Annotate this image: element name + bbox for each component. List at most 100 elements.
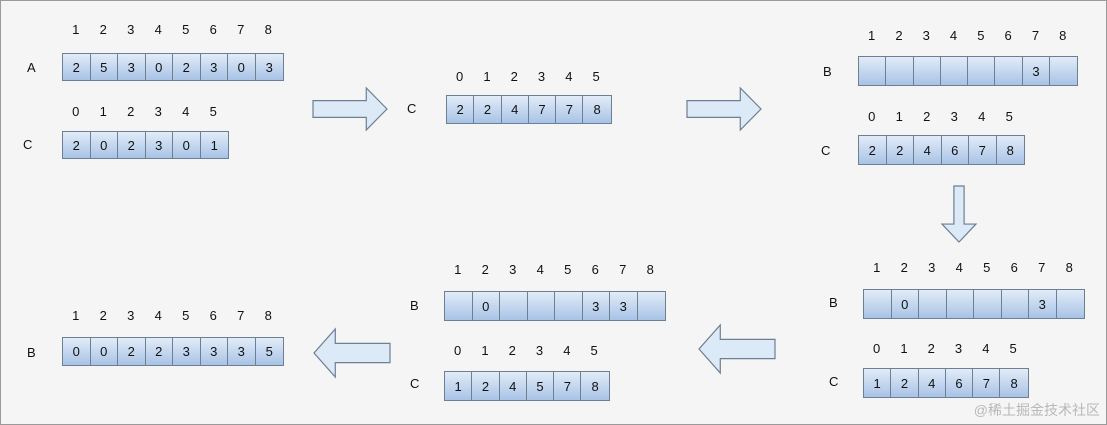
array-cell	[946, 290, 974, 318]
array-cell: 2	[173, 54, 201, 80]
array-cell: 8	[581, 372, 609, 400]
index-label: 0	[454, 343, 462, 358]
index-label: 0	[72, 104, 80, 119]
array-cell: 7	[528, 96, 557, 123]
index-label: 3	[127, 22, 135, 37]
array-label: C	[829, 374, 839, 389]
index-label: 1	[72, 308, 80, 323]
array-cell: 0	[145, 54, 173, 80]
index-label: 4	[949, 28, 958, 43]
array-cell: 2	[447, 96, 475, 123]
array-cell: 0	[63, 338, 91, 365]
index-label: 1	[483, 69, 491, 84]
array-cell: 3	[610, 292, 638, 320]
index-label: 1	[454, 262, 462, 277]
index-label: 3	[928, 260, 936, 275]
array-cell: 4	[918, 369, 946, 397]
index-label: 8	[1065, 260, 1073, 275]
array-cell: 8	[1000, 369, 1028, 397]
index-label: 5	[592, 69, 600, 84]
index-label: 1	[72, 22, 80, 37]
array-cell: 2	[63, 54, 91, 80]
array-cell: 5	[90, 54, 118, 80]
array-cell: 4	[914, 136, 942, 164]
array-cell: 6	[945, 369, 974, 397]
array-label: C	[23, 137, 33, 152]
array-cell: 2	[891, 369, 919, 397]
array-cell	[445, 292, 473, 320]
index-label: 7	[619, 262, 627, 277]
arrow-right-1-icon	[312, 86, 388, 132]
array-cell: 2	[63, 132, 91, 158]
array-label: B	[829, 295, 838, 310]
array-cell: 2	[859, 136, 887, 164]
array-cell: 5	[255, 338, 283, 365]
array-cell: 7	[554, 372, 582, 400]
array-cell: 2	[145, 338, 173, 365]
index-label: 5	[1009, 341, 1017, 356]
array-cell	[940, 57, 969, 85]
arrow-left-2-shape	[313, 327, 391, 379]
array-cell: 0	[472, 292, 500, 320]
array-cell: 8	[996, 136, 1024, 164]
index-label: 7	[1038, 260, 1046, 275]
array-cell: 7	[969, 136, 997, 164]
index-label: 6	[591, 262, 599, 277]
array-cell: 4	[499, 372, 527, 400]
index-label: 2	[927, 341, 935, 356]
index-label: 3	[127, 308, 135, 323]
index-label: 1	[900, 341, 908, 356]
array-cell: 7	[973, 369, 1001, 397]
index-label: 1	[99, 104, 107, 119]
array-cell	[555, 292, 583, 320]
arrow-left-1-shape	[698, 323, 776, 375]
array-cell	[919, 290, 947, 318]
array-cell	[913, 57, 941, 85]
watermark: @稀土掘金技术社区	[973, 402, 1100, 418]
index-label: 2	[481, 262, 489, 277]
array-cell	[974, 290, 1002, 318]
index-label: 2	[99, 308, 107, 323]
array-cell: 3	[228, 338, 256, 365]
array-cell: 0	[173, 132, 201, 158]
array-cell: 3	[200, 54, 228, 80]
array-cell: 2	[474, 96, 502, 123]
array-cell: 2	[886, 136, 914, 164]
array-cell: 3	[255, 54, 283, 80]
index-label: 6	[1004, 28, 1012, 43]
array-cell	[864, 290, 892, 318]
array-cell: 0	[90, 132, 118, 158]
array-cell: 7	[556, 96, 584, 123]
array-cell: 1	[200, 132, 228, 158]
index-label: 5	[182, 22, 190, 37]
index-label: 2	[895, 28, 903, 43]
index-label: 5	[1005, 109, 1013, 124]
array-cell: 1	[864, 369, 892, 397]
index-label: 2	[510, 69, 518, 84]
index-label: 3	[535, 343, 544, 358]
index-label: 3	[954, 341, 963, 356]
index-label: 2	[99, 22, 107, 37]
index-label: 2	[127, 104, 135, 119]
array-cell: 0	[891, 290, 919, 318]
index-label: 3	[537, 69, 546, 84]
arrow-left-1-icon	[698, 323, 776, 375]
index-label: 6	[1010, 260, 1018, 275]
index-label: 4	[154, 22, 162, 37]
array-cell	[968, 57, 996, 85]
array-label: B	[823, 64, 832, 79]
index-label: 2	[900, 260, 908, 275]
array-b: 3	[858, 56, 1079, 86]
index-label: 8	[1059, 28, 1067, 43]
arrow-right-1-shape	[312, 86, 388, 132]
index-label: 0	[873, 341, 881, 356]
index-label: 5	[977, 28, 985, 43]
index-label: 4	[955, 260, 963, 275]
